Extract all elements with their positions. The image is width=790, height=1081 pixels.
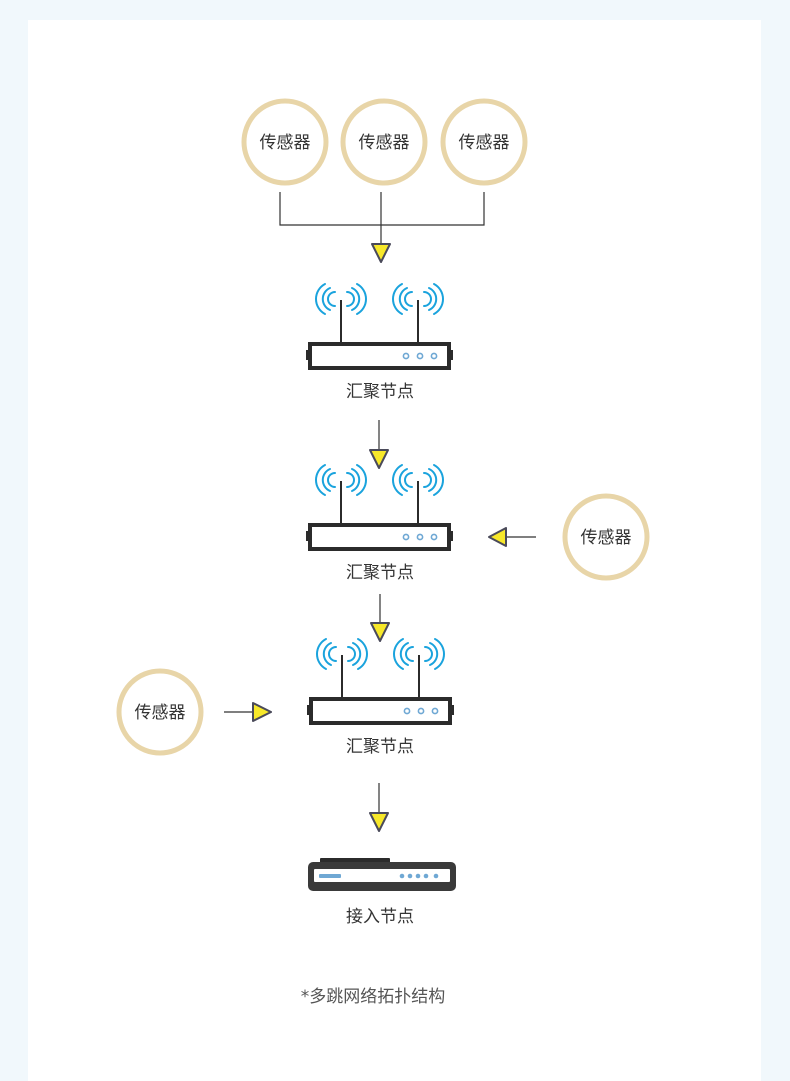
sensor-node-right: 传感器 <box>562 493 650 581</box>
arrow-down-4 <box>369 812 389 832</box>
sensor-connector-lines <box>279 192 485 244</box>
aggregation-node-label: 汇聚节点 <box>346 382 414 402</box>
arrow-right <box>252 702 272 722</box>
aggregation-node-label: 汇聚节点 <box>346 563 414 583</box>
aggregation-node-label: 汇聚节点 <box>346 737 414 757</box>
arrow-left <box>488 527 507 547</box>
aggregation-node-1: 汇聚节点 <box>304 282 455 402</box>
diagram-caption: *多跳网络拓扑结构 <box>301 987 446 1007</box>
aggregation-node-3: 汇聚节点 <box>305 637 456 757</box>
sensor-label: 传感器 <box>260 133 311 153</box>
multihop-topology-diagram: 传感器 传感器 传感器 汇聚节点 汇聚节点 传感器 汇聚节点 传 <box>116 98 650 1007</box>
sensor-node-left: 传感器 <box>116 668 204 756</box>
access-router-icon <box>308 858 456 891</box>
router-icon <box>305 637 456 725</box>
router-icon <box>304 282 455 370</box>
sensor-label: 传感器 <box>459 133 510 153</box>
access-node: 接入节点 <box>308 858 456 927</box>
aggregation-node-2: 汇聚节点 <box>304 463 455 583</box>
arrow-down-2 <box>369 449 389 469</box>
router-icon <box>304 463 455 551</box>
access-node-label: 接入节点 <box>346 907 414 927</box>
sensor-label: 传感器 <box>135 703 186 723</box>
sensor-node-top-left: 传感器 <box>241 98 329 186</box>
sensor-node-top-right: 传感器 <box>440 98 528 186</box>
sensor-node-top-middle: 传感器 <box>340 98 428 186</box>
sensor-label: 传感器 <box>359 133 410 153</box>
sensor-label: 传感器 <box>581 528 632 548</box>
arrow-down-1 <box>371 243 391 263</box>
arrow-down-3 <box>370 622 390 642</box>
diagram-canvas: 传感器 传感器 传感器 汇聚节点 汇聚节点 传感器 汇聚节点 传 <box>28 20 761 1081</box>
